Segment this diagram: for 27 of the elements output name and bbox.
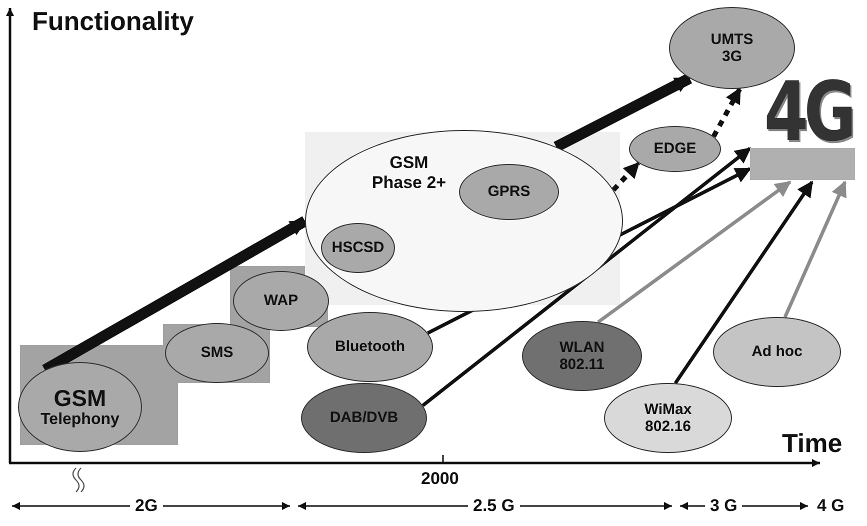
node-label: Bluetooth <box>335 338 405 356</box>
node-label: WAP <box>264 292 298 310</box>
axis-title: Functionality <box>32 6 194 37</box>
arrow <box>596 180 792 324</box>
node-label: SMS <box>200 344 234 362</box>
ellipse-node <box>321 223 395 273</box>
arrow <box>612 161 640 192</box>
node-label: WLAN 802.11 <box>558 338 606 374</box>
node-label: UMTS 3G <box>710 30 754 66</box>
tick-label: 2000 <box>421 469 459 489</box>
arrow <box>554 73 692 152</box>
node-label: GSM <box>54 384 106 412</box>
arrow <box>711 87 742 138</box>
node-label: Ad hoc <box>752 343 802 361</box>
node-label: GPRS <box>488 183 530 201</box>
node-label: HSCSD <box>332 239 384 257</box>
arrow <box>674 180 814 384</box>
arrow <box>422 146 752 407</box>
node-label: Telephony <box>40 411 120 430</box>
node-label: GSM Phase 2+ <box>370 153 448 192</box>
ellipse-node <box>629 126 721 172</box>
node-label: DAB/DVB <box>330 409 398 427</box>
generation-label: 4G <box>764 72 852 154</box>
axis-title: Time <box>782 428 842 459</box>
node-label: EDGE <box>654 140 696 158</box>
arrow <box>783 180 847 318</box>
node-label: WiMax 802.16 <box>643 400 693 436</box>
